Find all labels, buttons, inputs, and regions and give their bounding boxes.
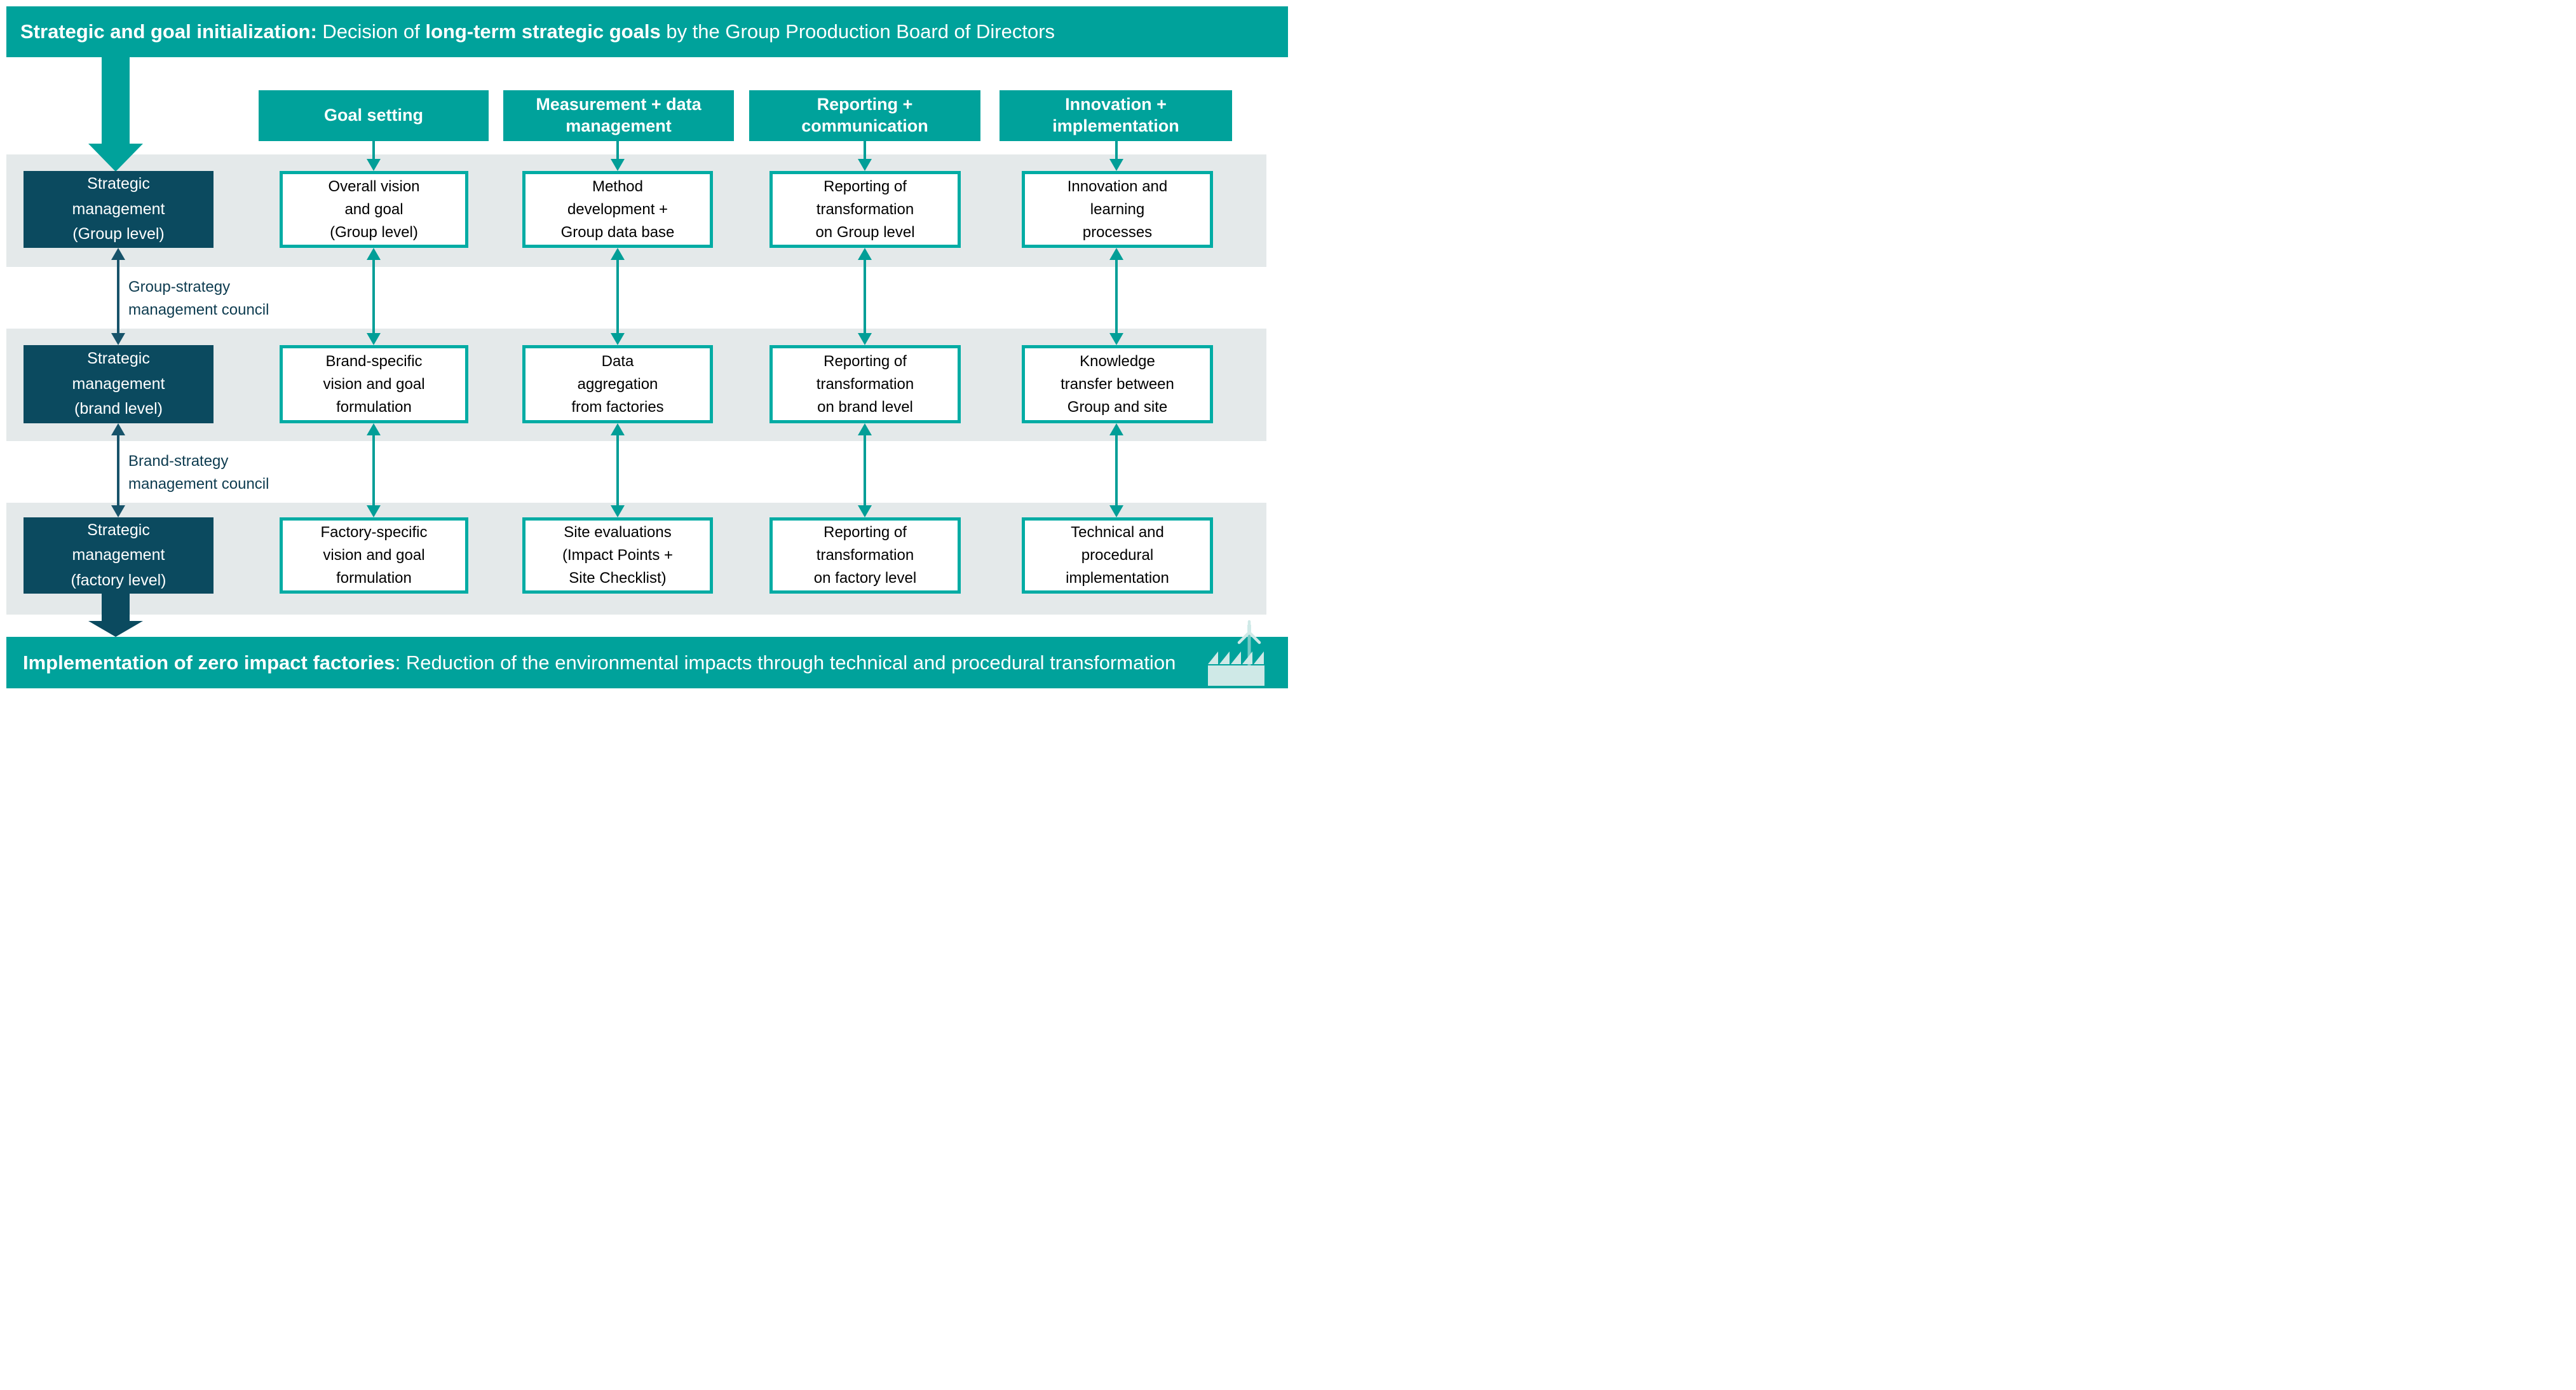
cell-group-measurement: Method development + Group data base bbox=[522, 171, 713, 248]
connector-line bbox=[372, 258, 375, 334]
arrow-down-icon bbox=[858, 505, 872, 517]
bottom-flow-arrow-shaft bbox=[102, 594, 130, 621]
top-flow-arrow-head bbox=[88, 144, 143, 172]
cell-factory-reporting: Reporting of transformation on factory l… bbox=[769, 517, 961, 594]
diagram-canvas: Strategic and goal initialization: Decis… bbox=[0, 0, 1288, 695]
top-banner-text-2: by the Group Prooduction Board of Direct… bbox=[660, 20, 1055, 43]
arrow-down-icon bbox=[367, 159, 381, 171]
brand-strategy-council-label: Brand-strategy management council bbox=[128, 453, 269, 493]
column-header-reporting: Reporting + communication bbox=[749, 90, 980, 141]
cell-group-innovation: Innovation and learning processes bbox=[1022, 171, 1213, 248]
arrow-up-icon bbox=[367, 248, 381, 260]
connector-line bbox=[616, 141, 619, 160]
arrow-down-icon bbox=[1109, 333, 1123, 345]
arrow-down-icon bbox=[1109, 505, 1123, 517]
arrow-up-icon bbox=[611, 248, 625, 260]
level-box-factory: Strategic management (factory level) bbox=[24, 517, 214, 594]
connector-line bbox=[616, 258, 619, 334]
top-banner: Strategic and goal initialization: Decis… bbox=[6, 6, 1288, 57]
cell-factory-goal: Factory-specific vision and goal formula… bbox=[280, 517, 468, 594]
cell-group-reporting: Reporting of transformation on Group lev… bbox=[769, 171, 961, 248]
arrow-down-icon bbox=[858, 159, 872, 171]
cell-brand-innovation: Knowledge transfer between Group and sit… bbox=[1022, 345, 1213, 423]
connector-line bbox=[864, 433, 866, 507]
connector-line bbox=[1115, 258, 1118, 334]
factory-body bbox=[1208, 665, 1264, 686]
connector-line bbox=[616, 433, 619, 507]
connector-line bbox=[864, 258, 866, 334]
arrow-down-icon bbox=[367, 333, 381, 345]
column-header-innovation: Innovation + implementation bbox=[1000, 90, 1232, 141]
sawtooth-roof bbox=[1208, 651, 1264, 664]
connector-line bbox=[372, 141, 375, 160]
connector-line bbox=[1115, 433, 1118, 507]
connector-line bbox=[1115, 141, 1118, 160]
arrow-down-icon bbox=[111, 505, 125, 517]
arrow-up-icon bbox=[367, 423, 381, 435]
wind-turbine-icon bbox=[1237, 620, 1261, 665]
arrow-down-icon bbox=[611, 333, 625, 345]
level-box-group: Strategic management (Group level) bbox=[24, 171, 214, 248]
arrow-down-icon bbox=[611, 505, 625, 517]
connector-line bbox=[372, 433, 375, 507]
cell-factory-innovation: Technical and procedural implementation bbox=[1022, 517, 1213, 594]
arrow-up-icon bbox=[1109, 423, 1123, 435]
cell-brand-goal: Brand-specific vision and goal formulati… bbox=[280, 345, 468, 423]
arrow-up-icon bbox=[1109, 248, 1123, 260]
column-header-goal-setting: Goal setting bbox=[259, 90, 489, 141]
factory-icon bbox=[1208, 620, 1264, 686]
top-banner-title: Strategic and goal initialization: bbox=[20, 20, 317, 43]
level-box-brand: Strategic management (brand level) bbox=[24, 345, 214, 423]
top-banner-emphasis: long-term strategic goals bbox=[425, 20, 661, 43]
arrow-up-icon bbox=[858, 423, 872, 435]
cell-factory-measurement: Site evaluations (Impact Points + Site C… bbox=[522, 517, 713, 594]
cell-brand-measurement: Data aggregation from factories bbox=[522, 345, 713, 423]
arrow-down-icon bbox=[1109, 159, 1123, 171]
top-flow-arrow-shaft bbox=[102, 57, 130, 144]
arrow-up-icon bbox=[611, 423, 625, 435]
bottom-banner: Implementation of zero impact factories:… bbox=[6, 637, 1288, 688]
bottom-flow-arrow-head bbox=[88, 621, 143, 637]
arrow-up-icon bbox=[111, 423, 125, 435]
arrow-up-icon bbox=[111, 248, 125, 260]
arrow-down-icon bbox=[367, 505, 381, 517]
arrow-down-icon bbox=[111, 333, 125, 345]
top-banner-text-1: Decision of bbox=[316, 20, 426, 43]
connector-line bbox=[117, 433, 119, 507]
connector-line bbox=[864, 141, 866, 160]
connector-line bbox=[117, 258, 119, 334]
bottom-banner-text: : Reduction of the environmental impacts… bbox=[395, 651, 1176, 674]
column-header-measurement: Measurement + data management bbox=[503, 90, 734, 141]
bottom-banner-title: Implementation of zero impact factories bbox=[23, 651, 395, 674]
cell-brand-reporting: Reporting of transformation on brand lev… bbox=[769, 345, 961, 423]
arrow-up-icon bbox=[858, 248, 872, 260]
arrow-down-icon bbox=[858, 333, 872, 345]
arrow-down-icon bbox=[611, 159, 625, 171]
group-strategy-council-label: Group-strategy management council bbox=[128, 278, 269, 318]
cell-group-goal: Overall vision and goal (Group level) bbox=[280, 171, 468, 248]
